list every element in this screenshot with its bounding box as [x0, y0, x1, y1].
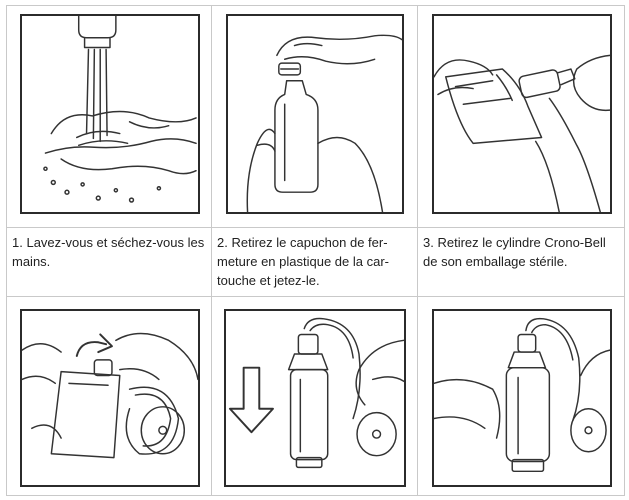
step-3-number: 3. [423, 235, 434, 250]
cell-illustration-1 [7, 6, 212, 228]
cell-illustration-5 [212, 297, 418, 496]
step-2-number: 2. [217, 235, 228, 250]
hands-washing-illustration [20, 14, 200, 214]
step-2-text: Retirez le capuchon de fer-meture en pla… [217, 235, 389, 288]
cylinder-insertion-illustration [20, 309, 200, 487]
step-1-caption: 1. Lavez-vous et séchez-vous les mains. [12, 233, 208, 271]
step-3-caption: 3. Retirez le cylindre Crono-Bell de son… [423, 233, 621, 271]
cell-illustration-6 [418, 297, 625, 496]
cartridge-push-illustration [224, 309, 406, 487]
step-1-number: 1. [12, 235, 23, 250]
cell-illustration-4 [7, 297, 212, 496]
step-1-text: Lavez-vous et séchez-vous les mains. [12, 235, 205, 269]
step-3-text: Retirez le cylindre Crono-Bell de son em… [423, 235, 606, 269]
cell-step-1: 1. Lavez-vous et séchez-vous les mains. [7, 228, 212, 297]
cell-step-3: 3. Retirez le cylindre Crono-Bell de son… [418, 228, 625, 297]
cap-removal-illustration [226, 14, 404, 214]
assembled-device-illustration [432, 309, 612, 487]
sterile-package-illustration [432, 14, 612, 214]
step-2-caption: 2. Retirez le capuchon de fer-meture en … [217, 233, 414, 290]
cell-illustration-2 [212, 6, 418, 228]
cell-step-2: 2. Retirez le capuchon de fer-meture en … [212, 228, 418, 297]
instruction-table: 1. Lavez-vous et séchez-vous les mains. … [6, 5, 625, 496]
cell-illustration-3 [418, 6, 625, 228]
